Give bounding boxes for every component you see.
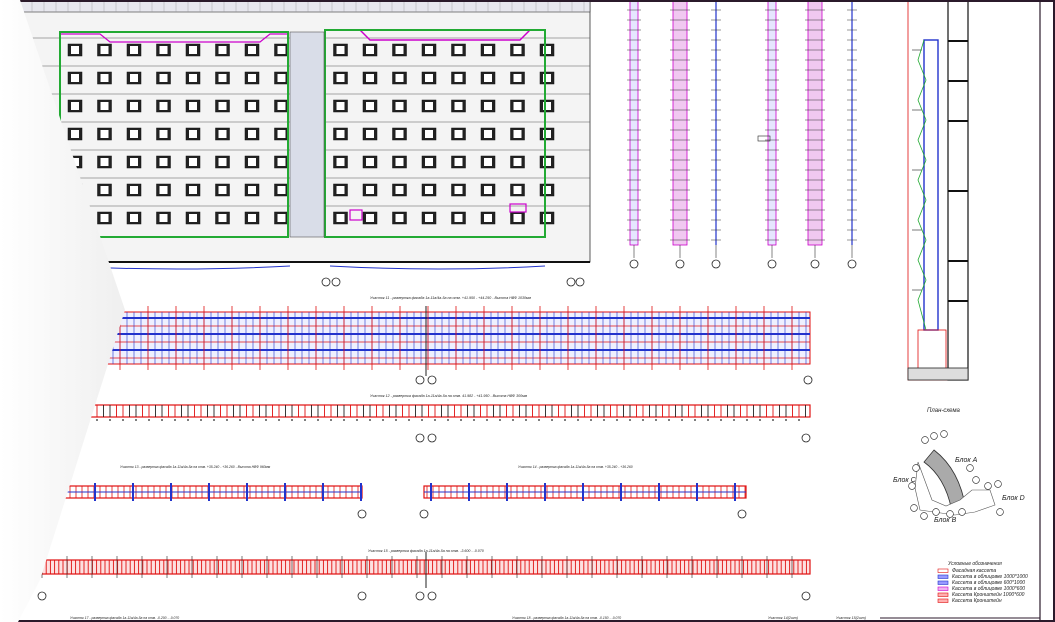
section-title-15: Участок 15 - развертка фасада 1а-11а/4а-… xyxy=(368,549,484,553)
legend-item-5: Кассета Кронштейн 1000*600 xyxy=(952,591,1025,598)
block-a-label: Блок А xyxy=(955,457,978,464)
plan-title: План-схема xyxy=(927,408,961,414)
legend-item-2: Кассета в облицовке 1000*1000 xyxy=(952,574,1028,580)
strip-15: Участок 15 - развертка фасада 1а-11а/4а-… xyxy=(37,549,866,620)
section-title-17: Участок 17 - развертка фасада 1а-11а/4а-… xyxy=(70,616,179,620)
strip-12: Участок 12 - развертка фасада 1а-11а/4а-… xyxy=(79,394,811,443)
block-b-label: Блок В xyxy=(934,517,957,524)
column-elevations xyxy=(627,0,857,269)
bottom-label-15: Участок 15(2шт) xyxy=(836,616,866,620)
section-title-13: Участок 13 - развертка фасада 1а-11а/4а-… xyxy=(120,465,271,469)
strip-13-14: Участок 13 - развертка фасада 1а-11а/4а-… xyxy=(49,465,747,519)
section-title-12: Участок 12 - развертка фасада 1а-11а/4а-… xyxy=(370,394,528,398)
legend-item-1: Фасадная кассета xyxy=(952,568,996,574)
strip-11: Участок 11 - развертка фасада 1а-11а/4а-… xyxy=(59,296,813,385)
bottom-label-14: Участок 14(2шт) xyxy=(768,616,798,620)
block-d-label: Блок D xyxy=(1002,495,1025,502)
facade-elevation xyxy=(19,0,591,287)
legend-item-4: Кассета в облицовке 1000*600 xyxy=(952,586,1025,592)
section-title-11: Участок 11 - развертка фасада 1а-11а/4а-… xyxy=(370,296,531,300)
section-title-14: Участок 14 - развертка фасада 1а-11а/4а-… xyxy=(518,465,633,469)
legend-item-3: Кассета в облицовке 600*1000 xyxy=(952,580,1025,586)
block-c-label: Блок С xyxy=(893,477,917,484)
plan-scheme: Блок А Блок В Блок С Блок D xyxy=(893,430,1025,524)
legend-title: Условные обозначения xyxy=(948,561,1002,567)
legend-item-6: Кассета Кронштейн xyxy=(952,597,1002,604)
section-title-18: Участок 18 - развертка фасада 1а-11а/4а-… xyxy=(512,616,621,620)
legend: Условные обозначения Фасадная кассетаКас… xyxy=(937,561,1028,604)
wall-section: План-схема xyxy=(907,0,969,414)
